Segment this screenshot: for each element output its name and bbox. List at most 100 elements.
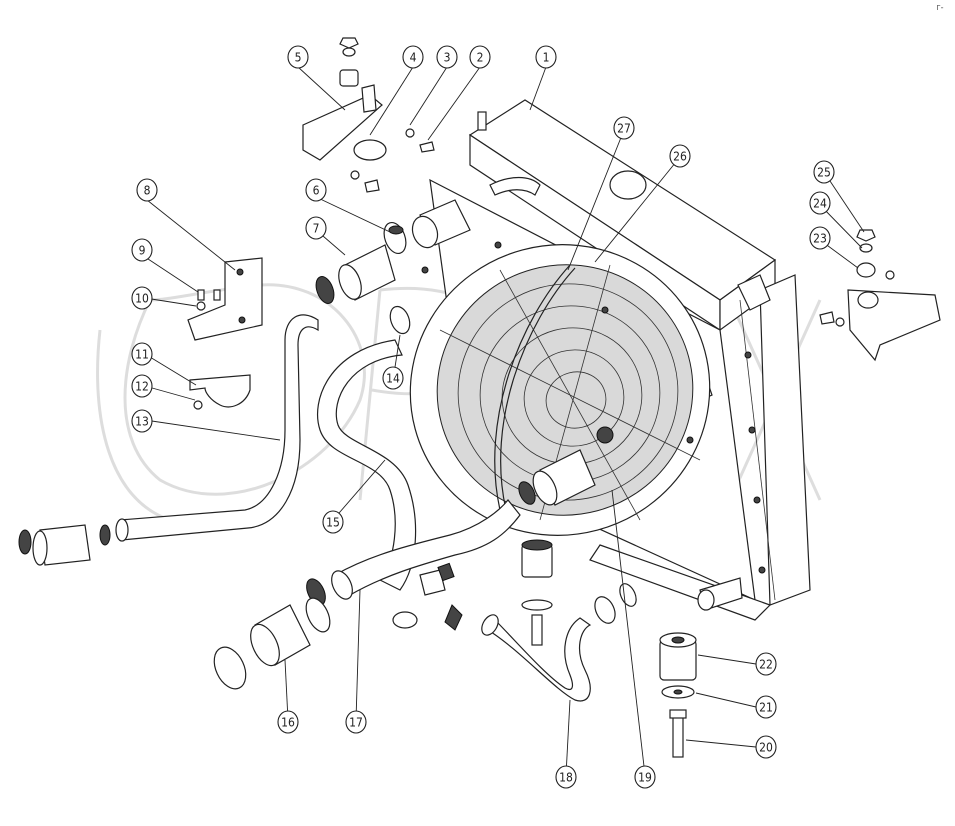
bolt-right [819,311,835,325]
callout-label: 1 [543,51,550,65]
callout-circle [287,45,309,69]
callout-label: 12 [135,380,149,394]
callout-circle [382,366,404,390]
hose-15 [316,339,417,591]
callout-circle [634,765,656,789]
callout-25: 25 [813,160,835,184]
callout-10: 10 [131,286,153,310]
callout-4: 4 [402,45,424,69]
callout-circle [755,652,777,676]
leader-lines [141,66,865,776]
washer-right-3 [835,317,845,327]
clamp-left-2 [99,524,111,546]
callout-circle [809,226,831,250]
mount-hole [758,566,766,574]
clamp-7 [315,276,335,304]
callout-circle [555,765,577,789]
hose-19 [532,449,637,607]
callout-circle [345,710,367,734]
callout-18: 18 [555,765,577,789]
callout-circle [131,286,153,310]
nut-right [856,229,876,242]
callout-label: 13 [135,415,149,429]
washer-top [342,47,356,57]
callout-label: 16 [281,716,295,730]
hose-13 [115,314,319,542]
callout-3: 3 [436,45,458,69]
washer-21-hole [673,689,683,695]
hose-16-end [250,623,280,667]
callout-12: 12 [131,374,153,398]
callout-circle [136,178,158,202]
clamp-11 [189,374,251,408]
fan-shroud [409,241,711,536]
callout-circle [809,191,831,215]
bracket-hole [238,316,246,324]
bracket-tab [361,84,377,113]
callout-label: 8 [144,184,151,198]
side-plate-edge [739,299,776,601]
callout-16: 16 [277,710,299,734]
hose-18 [481,596,616,702]
callout-circle [305,216,327,240]
mount-top [521,539,553,551]
hose-19-end [532,470,558,506]
grille-spoke [499,269,641,521]
bracket-hole [236,268,244,276]
clamp-17b [518,481,536,505]
callout-circle [131,374,153,398]
clamp-16b [305,597,331,633]
callout-circle [402,45,424,69]
callout-label: 5 [295,51,302,65]
hose-17-end [331,570,353,600]
callout-label: 19 [638,771,652,785]
callout-5: 5 [287,45,309,69]
bolt-20 [672,714,684,758]
callout-label: 24 [813,197,827,211]
callout-8: 8 [136,178,158,202]
callout-label: 25 [817,166,831,180]
callout-26: 26 [669,144,691,168]
hose-18-end [481,614,499,636]
clamp-mid [392,611,418,629]
callout-circle [535,45,557,69]
callout-label: 27 [617,122,631,136]
callout-label: 6 [313,184,320,198]
callout-label: 18 [559,771,573,785]
callout-label: 4 [410,51,417,65]
callout-label: 9 [139,244,146,258]
callout-14: 14 [382,366,404,390]
rubber-mount-right [856,262,876,278]
shroud-clip [601,306,609,314]
bolt-center [531,614,543,646]
washer-10 [196,301,206,311]
callout-22: 22 [755,652,777,676]
left-coupler [18,524,111,566]
callout-17: 17 [345,710,367,734]
callout-label: 7 [313,222,320,236]
callout-1: 1 [535,45,557,69]
washer-small [350,170,360,180]
washer-12 [193,400,203,410]
hose-18-body [487,617,592,702]
bracket-plate [302,94,383,161]
callout-label: 20 [759,741,773,755]
callout-19: 19 [634,765,656,789]
hose-13-end [115,518,129,542]
callout-label: 23 [813,232,827,246]
callout-21: 21 [755,695,777,719]
bolt-2 [419,141,435,153]
bolt-small [364,179,380,193]
callout-6: 6 [305,178,327,202]
washer-center [521,599,553,611]
callout-15: 15 [322,510,344,534]
callout-circle [436,45,458,69]
nut-top [339,37,359,49]
rubber-mount-top [339,69,359,87]
callout-27: 27 [613,116,635,140]
corner-mark: г- [936,3,943,13]
hose-7-end [338,264,362,300]
callout-label: 14 [386,372,400,386]
hose-13-body [119,314,319,541]
